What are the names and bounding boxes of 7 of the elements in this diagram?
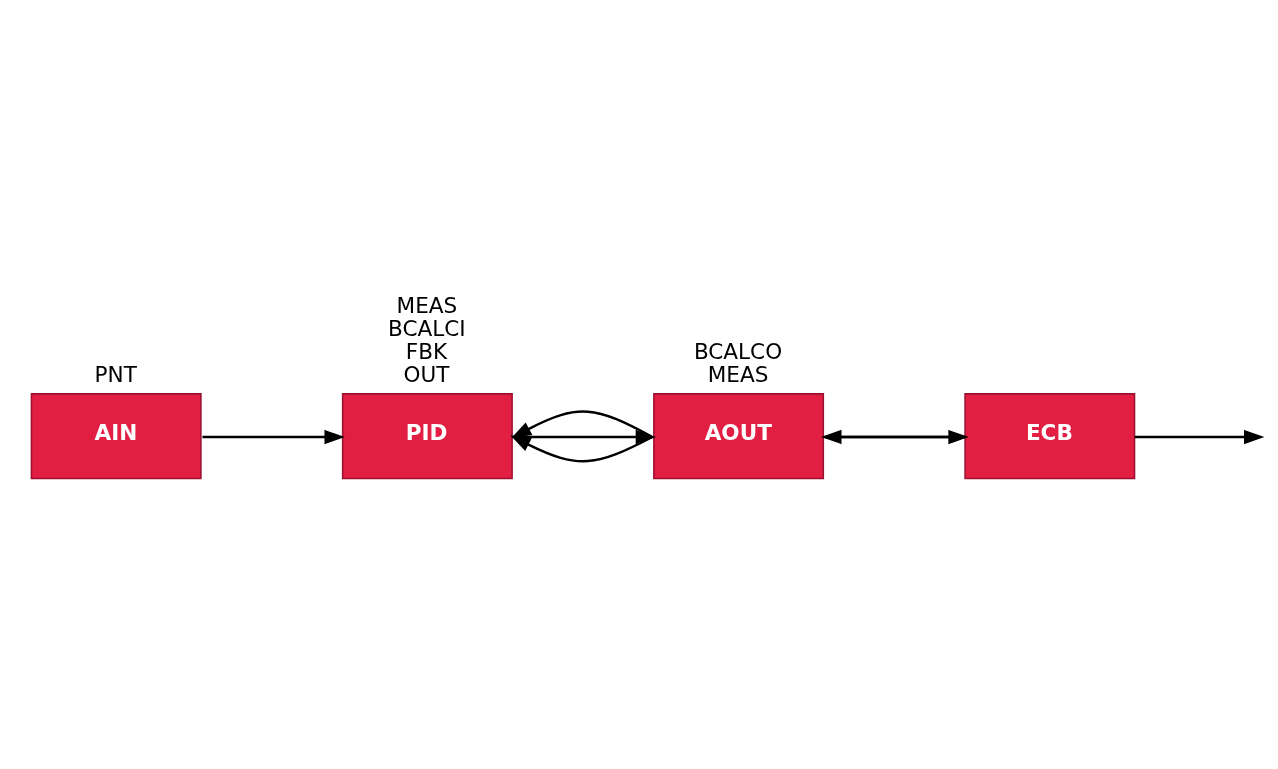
- node-label: BCALCO: [693, 338, 783, 364]
- node-label: PNT: [94, 361, 137, 387]
- node-label: MEAS: [707, 361, 769, 387]
- node-label: BCALCI: [388, 315, 466, 341]
- node-label: FBK: [405, 338, 448, 364]
- node-label: MEAS: [396, 292, 458, 318]
- node-label: OUT: [403, 361, 450, 387]
